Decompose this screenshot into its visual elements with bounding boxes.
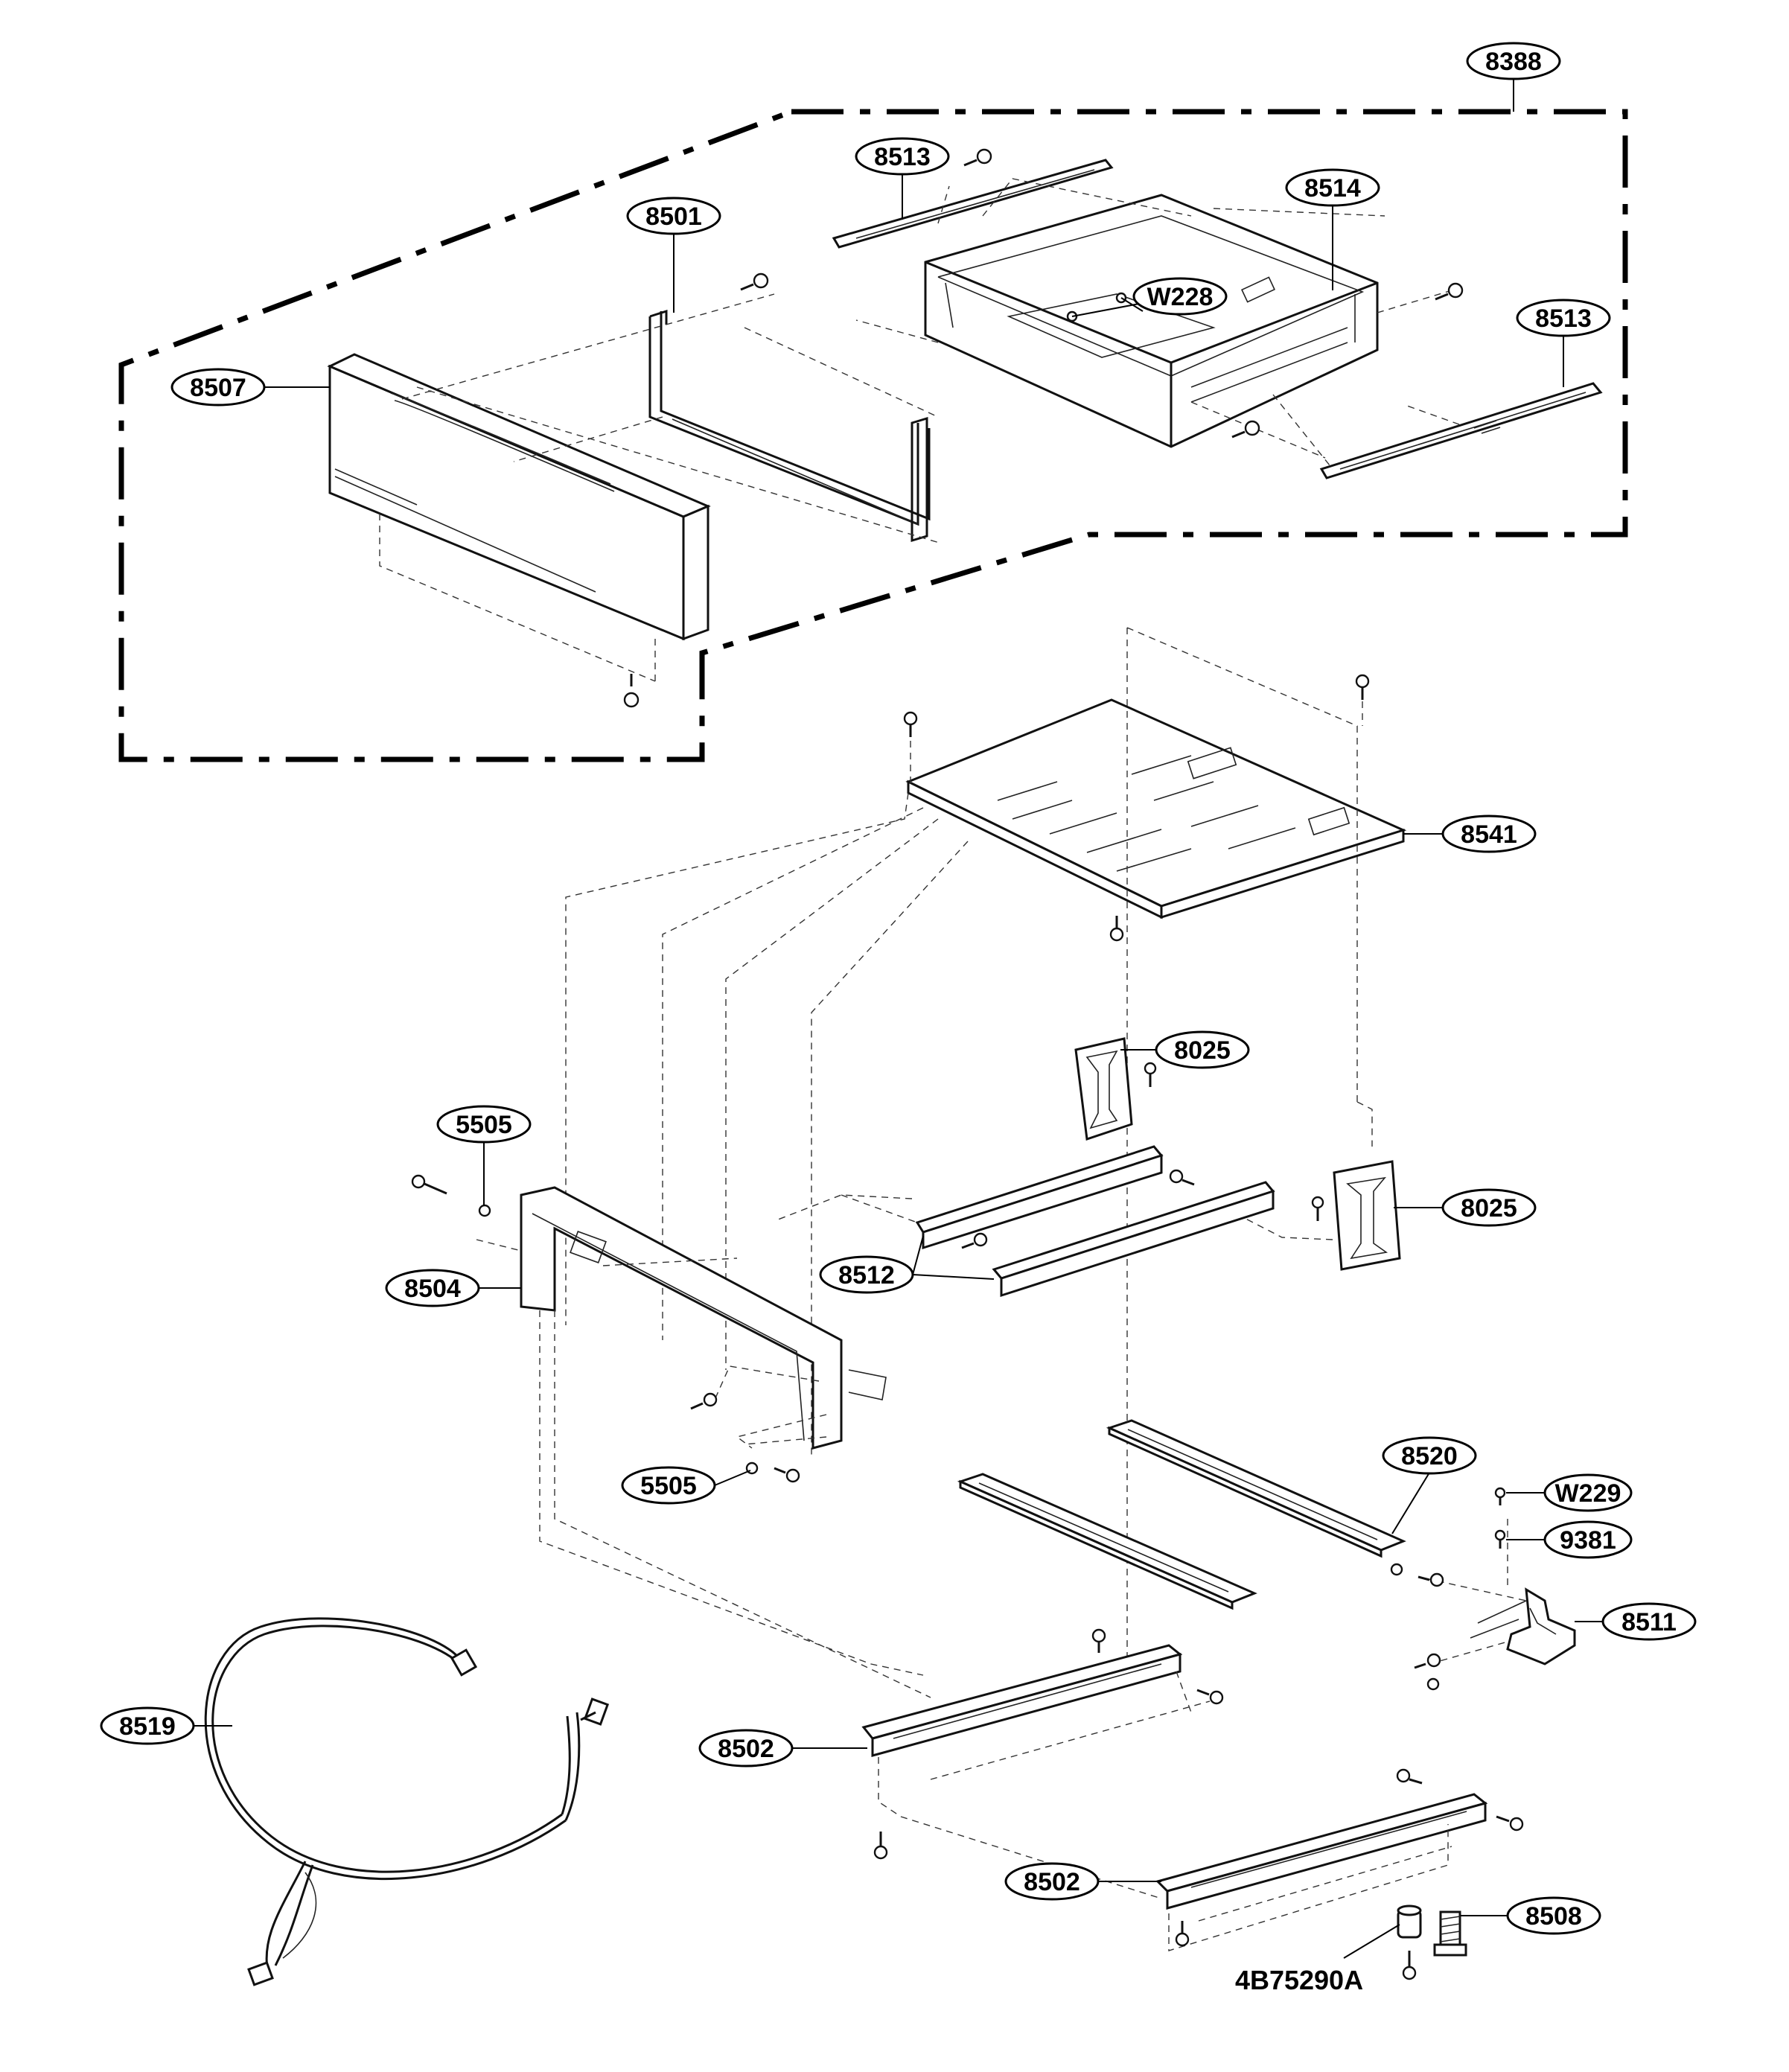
callout-W228: W228: [1071, 277, 1228, 317]
label-8025-upper: 8025: [1174, 1036, 1231, 1065]
callout-8512: 8512: [819, 1235, 995, 1294]
label-8511: 8511: [1621, 1608, 1677, 1636]
callout-W229: W229: [1506, 1473, 1633, 1512]
callout-9381: 9381: [1506, 1520, 1633, 1559]
channel-8520-left: [957, 1473, 1257, 1610]
callout-8513-top: 8513: [855, 137, 950, 220]
label-5505-lower: 5505: [640, 1472, 697, 1500]
base-rail-8502-right: [900, 1793, 1488, 1951]
cross-rails-8512: [774, 1145, 1275, 1298]
callout-8502-left: 8502: [698, 1729, 867, 1767]
side-panel-8504: [476, 1186, 931, 1698]
callout-8519: 8519: [100, 1706, 232, 1745]
label-8513-right: 8513: [1535, 305, 1592, 333]
leveling-legs-8508: [1397, 1904, 1467, 1957]
label-8520: 8520: [1401, 1442, 1458, 1470]
callout-8520: 8520: [1382, 1436, 1477, 1534]
drawer-front-panel-8507: [327, 353, 711, 682]
bracket-8025-upper: [1074, 1037, 1157, 1141]
drawer-box-8514: [855, 194, 1452, 459]
callout-8508: 8508: [1461, 1896, 1601, 1935]
label-8519: 8519: [119, 1712, 176, 1741]
callout-8501: 8501: [626, 197, 721, 313]
callout-8025-lower: 8025: [1394, 1188, 1537, 1227]
callout-8513-right: 8513: [1516, 299, 1611, 387]
callout-8504: 8504: [385, 1269, 521, 1307]
callout-5505-lower: 5505: [621, 1466, 751, 1505]
label-5505-upper: 5505: [456, 1111, 512, 1139]
label-W229: W229: [1555, 1479, 1621, 1508]
slide-rail-8513-right: [1272, 382, 1603, 479]
callout-5505-upper: 5505: [436, 1105, 532, 1206]
label-8507: 8507: [190, 374, 246, 402]
top-panel-8541: [565, 627, 1407, 1675]
label-8541: 8541: [1461, 820, 1517, 849]
label-8502-right: 8502: [1024, 1868, 1080, 1896]
label-8508: 8508: [1525, 1902, 1582, 1931]
label-8512: 8512: [838, 1261, 895, 1290]
label-8513-top: 8513: [874, 143, 931, 171]
slide-rail-8513-top: [832, 159, 1192, 249]
base-rail-8502-left: [861, 1644, 1211, 1817]
label-W228: W228: [1147, 283, 1214, 311]
callout-8502-right: 8502: [1004, 1862, 1161, 1901]
screws-corner-bracket: [1390, 1487, 1506, 1691]
label-8514: 8514: [1304, 174, 1361, 203]
callout-8507: 8507: [170, 368, 330, 407]
label-9381: 9381: [1560, 1526, 1616, 1555]
assembly-boundary-8388: [118, 109, 1628, 762]
wire-harness-8519: [204, 1617, 610, 1986]
callout-8388: 8388: [1466, 42, 1561, 112]
label-8388: 8388: [1485, 48, 1542, 76]
screws-top-panel: [903, 674, 1370, 942]
callout-8511: 8511: [1575, 1602, 1697, 1641]
callout-8541: 8541: [1403, 815, 1537, 853]
label-8501: 8501: [645, 203, 702, 231]
label-8504: 8504: [404, 1275, 461, 1303]
bracket-8025-lower: [1228, 1160, 1401, 1271]
channel-8520-right: [1106, 1419, 1406, 1558]
screws-top-assembly: [623, 148, 1464, 708]
callout-8025-upper: 8025: [1120, 1030, 1250, 1069]
part-callouts: 8388 8513 8501 8514 W228 8513: [100, 42, 1697, 1959]
label-8025-lower: 8025: [1461, 1194, 1517, 1223]
callout-8514: 8514: [1285, 168, 1380, 290]
label-8502-left: 8502: [718, 1735, 774, 1763]
screws-base: [873, 1628, 1524, 1980]
diagram-code: 4B75290A: [1235, 1965, 1363, 1995]
drawer-frame-8501: [401, 293, 943, 544]
